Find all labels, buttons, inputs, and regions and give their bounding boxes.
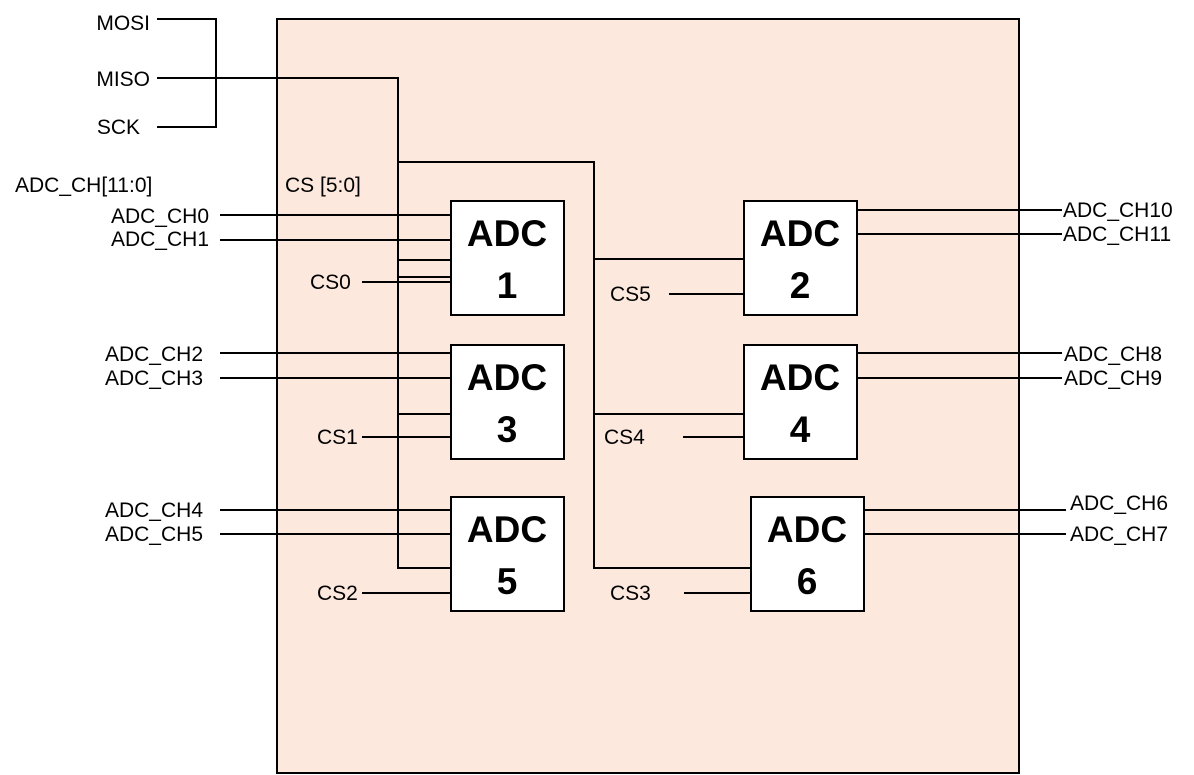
adc-4-title: ADC [760,357,840,398]
cs4-label: CS4 [604,426,645,449]
sck-label: SCK [97,116,140,139]
adc-3-number: 3 [497,409,518,450]
ch3-label: ADC_CH3 [105,367,203,390]
adc-6-title: ADC [767,509,847,550]
mosi-label: MOSI [96,12,150,35]
board-enclosure [276,18,1020,774]
cs0-label: CS0 [310,271,351,294]
ch2-label: ADC_CH2 [105,343,203,366]
right-adc-bus-taps [594,258,744,415]
cs2-label: CS2 [317,582,358,605]
adc-3-block: ADC 3 [450,344,565,460]
adc-4-block: ADC 4 [743,344,858,460]
ch7-label: ADC_CH7 [1070,523,1168,546]
right-channel-wires [857,209,1066,535]
ch1-label: ADC_CH1 [111,228,209,251]
adc-5-block: ADC 5 [450,496,565,612]
adc-1-number: 1 [497,265,518,306]
cs1-label: CS1 [317,426,358,449]
adc-6-number: 6 [797,561,818,602]
miso-label: MISO [96,68,150,91]
cs3-label: CS3 [610,582,651,605]
cs5-label: CS5 [610,283,651,306]
adc-1-block: ADC 1 [450,200,565,316]
adc-6-block: ADC 6 [750,496,865,612]
ch5-label: ADC_CH5 [105,523,203,546]
ch8-label: ADC_CH8 [1064,343,1162,366]
spi-bus-wires [157,18,751,569]
adc-2-number: 2 [790,265,811,306]
adc-5-number: 5 [497,561,518,602]
ch9-label: ADC_CH9 [1064,367,1162,390]
left-channel-wires [220,214,451,535]
adc-3-title: ADC [467,357,547,398]
ch6-label: ADC_CH6 [1070,492,1168,515]
ch10-label: ADC_CH10 [1063,199,1173,222]
ch11-label: ADC_CH11 [1063,223,1171,246]
ch4-label: ADC_CH4 [105,499,203,522]
adc-1-title: ADC [467,213,547,254]
adc-5-title: ADC [467,509,547,550]
adc-2-title: ADC [760,213,840,254]
cs-bus-label: CS [5:0] [285,174,361,197]
adc-2-block: ADC 2 [743,200,858,316]
adc-bus-label: ADC_CH[11:0] [15,174,152,197]
ch0-label: ADC_CH0 [111,205,209,228]
adc-4-number: 4 [790,409,811,450]
chip-select-wires [362,281,751,594]
